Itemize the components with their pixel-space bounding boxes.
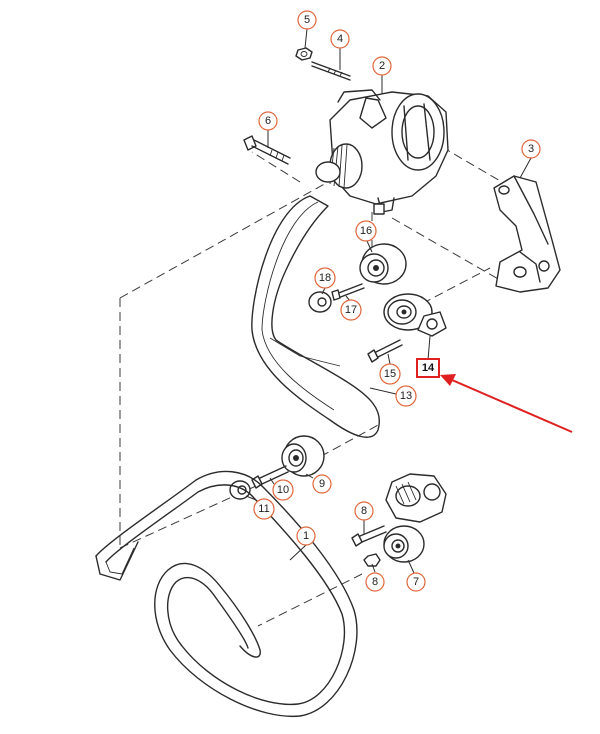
tensioner-14 [383,293,447,337]
bolt-4 [311,61,351,81]
svg-text:16: 16 [360,225,372,237]
washer-11 [229,480,251,500]
idler-pulley-9 [281,435,325,477]
svg-text:5: 5 [304,14,310,26]
svg-text:18: 18 [319,272,331,284]
callout-9: 9 [312,474,332,494]
alternator [315,89,449,215]
callout-7: 7 [406,572,426,592]
callout-8-nut: 8 [365,572,385,592]
leader-lines [245,28,532,574]
callout-13: 13 [395,385,417,407]
callout-17: 17 [340,299,362,321]
bolt-15 [367,339,403,363]
callout-10: 10 [272,479,294,501]
callout-1: 1 [296,526,316,546]
callout-11: 11 [253,498,275,520]
svg-text:8: 8 [361,505,367,517]
svg-text:1: 1 [303,530,309,542]
bolt-6 [243,135,291,165]
svg-text:17: 17 [345,304,357,316]
svg-text:2: 2 [379,60,385,72]
svg-text:11: 11 [258,503,269,515]
idler-pulley-16 [359,243,407,285]
callout-15: 15 [379,363,401,385]
svg-text:13: 13 [400,390,412,402]
svg-text:3: 3 [528,143,534,155]
svg-text:14: 14 [422,362,435,374]
tensioner-7 [383,473,447,563]
callout-8-bolt: 8 [354,501,374,521]
svg-text:7: 7 [413,576,419,588]
callout-3: 3 [521,139,541,159]
svg-text:15: 15 [384,368,396,380]
callout-4: 4 [330,29,350,49]
bolt-8 [351,525,387,547]
nut-8 [363,553,381,567]
washer-18 [308,291,332,313]
callout-6: 6 [258,111,278,131]
callout-5: 5 [297,10,317,30]
svg-text:10: 10 [277,484,289,496]
callout-2: 2 [372,56,392,76]
bolt-17 [331,283,365,301]
dashed-reference-lines [119,139,503,627]
svg-text:9: 9 [319,478,325,490]
ribbed-belt-1 [95,470,358,718]
callout-18: 18 [314,267,336,289]
nut-5 [295,47,313,61]
red-pointer-arrow [440,374,573,433]
ribbed-belt-13 [251,195,380,438]
svg-text:4: 4 [337,33,343,45]
callout-14-highlighted: 14 [416,358,440,378]
mounting-bracket [493,175,561,293]
svg-text:8: 8 [372,576,378,588]
callout-16: 16 [355,220,377,242]
svg-text:6: 6 [265,115,271,127]
